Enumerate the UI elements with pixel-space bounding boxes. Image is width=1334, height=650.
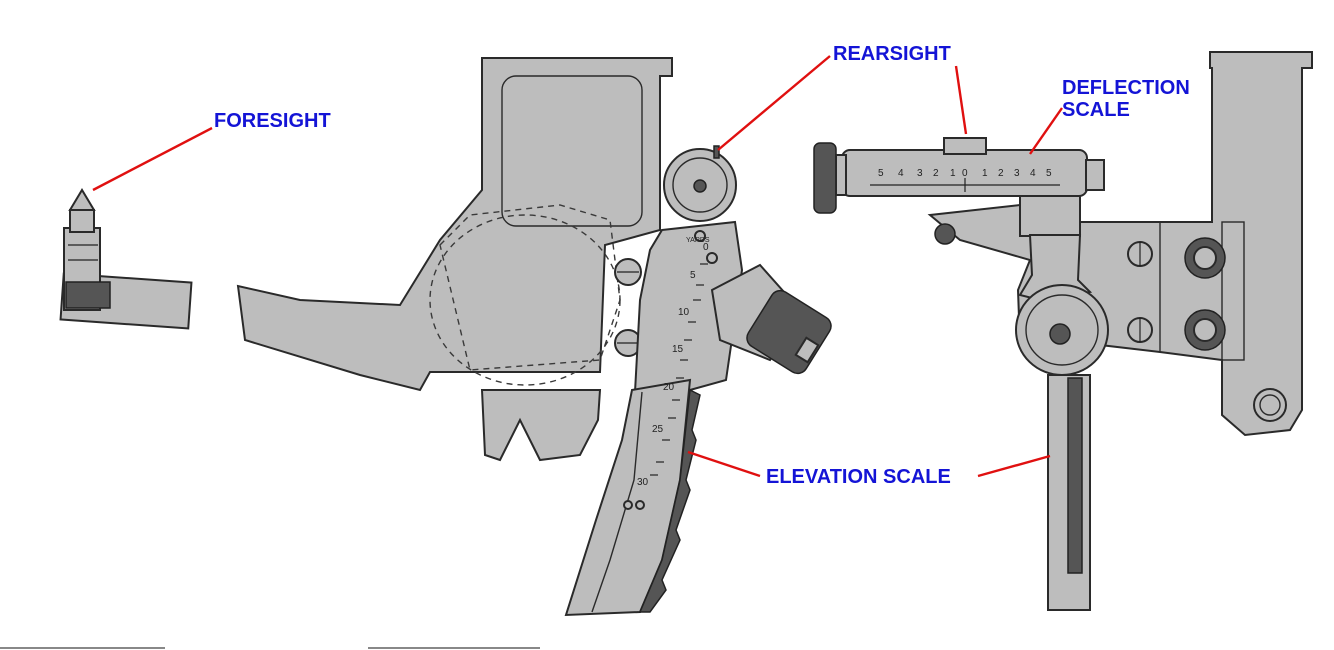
rearsight-label: REARSIGHT [833,43,951,65]
deflection-label-line2: SCALE [1062,99,1130,121]
deflection-mark-r2: 2 [998,168,1004,179]
deflection-mark-l1: 1 [950,168,956,179]
scale-caption: YARDS [686,237,710,244]
deflection-mark-l4: 4 [898,168,904,179]
deflection-ticks [870,178,1060,192]
deflection-mark-r4: 4 [1030,168,1036,179]
elevation-scale-label: ELEVATION SCALE [766,466,951,488]
elevation-leader-right [977,454,1051,478]
deflection-mark-l2: 2 [933,168,939,179]
deflection-mark-r5: 5 [1046,168,1052,179]
deflection-mark-r3: 3 [1014,168,1020,179]
foresight-leader [92,126,213,192]
deflection-label-line1: DEFLECTION [1062,77,1190,99]
main-bracket [236,57,832,617]
elevation-leader-left [687,450,761,478]
elevation-mark-20: 20 [663,382,675,393]
elevation-mark-25: 25 [652,424,664,435]
deflection-leader [1029,107,1063,155]
leader-lines [92,55,1063,478]
elevation-mark-5: 5 [690,270,696,281]
foresight-label: FORESIGHT [214,110,331,132]
rearsight-leader-left [717,55,831,151]
deflection-scale-label: DEFLECTION SCALE [1062,77,1190,121]
deflection-assembly [813,51,1313,611]
deflection-mark-r1: 1 [982,168,988,179]
elevation-mark-15: 15 [672,344,684,355]
elevation-mark-0: 0 [703,242,709,253]
elevation-mark-30: 30 [637,477,649,488]
rearsight-leader-right [954,65,968,135]
deflection-mark-l3: 3 [917,168,923,179]
elevation-ticks [650,263,708,476]
foresight-assembly [59,188,193,330]
deflection-mark-0: 0 [962,168,968,179]
elevation-mark-10: 10 [678,307,690,318]
deflection-mark-l5: 5 [878,168,884,179]
